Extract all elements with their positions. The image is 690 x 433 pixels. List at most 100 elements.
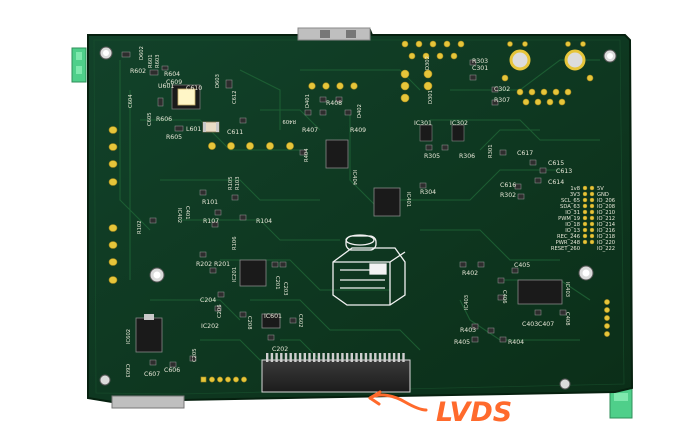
top-header-pins [400,40,465,103]
label-r104: R104 [256,218,272,225]
label-c604: C604 [128,94,134,108]
label-r405: R405 [454,339,470,346]
ic302 [451,124,465,142]
gpio-pin-name: 3V3 [570,192,580,198]
label-c405: C405 [514,262,530,269]
gpio-pin-name: REC_246 [557,234,580,240]
lvds-pin [336,353,339,362]
label-ic302: IC302 [450,120,468,127]
gpio-pin-signal: IO_216 [597,228,615,234]
label-c609: C609 [166,79,182,86]
label-c302: C302 [494,86,510,93]
lvds-pin [383,353,386,362]
gpio-pin-name: IO_18 [565,222,580,228]
lvds-pin [388,353,391,362]
mounting-holes [99,46,617,390]
lvds-annotation: LVDS [368,390,512,428]
ic601 [261,313,281,329]
label-d402: D402 [357,104,363,118]
silkscreen-labels: R602 R604 C609 U601 C610 R606 R605 L601 … [124,46,572,378]
lvds-pin [369,353,372,362]
lvds-annotation-text: LVDS [436,397,512,428]
gpio-pin-name: 1v8 [570,186,580,192]
lvds-pin [364,353,368,362]
lvds-pin [298,353,302,362]
label-ic402: IC402 [176,208,182,223]
lvds-pin [341,353,344,362]
label-c616: C616 [500,182,516,189]
label-c613: C613 [556,168,572,175]
label-r305: R305 [424,153,440,160]
label-c204: C204 [200,297,216,304]
label-r105: R105 [228,176,234,190]
label-r303: R303 [472,58,488,65]
audio-jack-pads [501,41,594,106]
gpio-header-pads [582,185,595,245]
lvds-pin [345,353,349,362]
ic403 [517,279,563,305]
label-c401: C401 [184,206,190,220]
gpio-pin-name: PWM_19 [558,216,580,222]
label-c615: C615 [548,160,564,167]
label-d603: D603 [215,74,221,88]
label-u601: U601 [158,83,174,90]
label-c407: C407 [538,321,554,328]
label-d302: D302 [425,56,431,70]
ic201 [239,259,267,287]
label-c605: C605 [147,112,153,126]
lvds-pin [402,353,405,362]
lvds-pin [275,353,278,362]
label-r201: R201 [214,261,230,268]
label-ic404: IC404 [351,170,357,186]
left-edge-pads [108,126,118,284]
label-r603: R603 [155,54,161,68]
gpio-pin-signal: IO_208 [597,204,615,210]
label-ic403b: IC403 [564,282,570,297]
label-ic403: IC403 [464,295,470,310]
label-r403: R403 [460,327,476,334]
label-r409: R409 [350,127,366,134]
label-r106: R106 [232,236,238,250]
lvds-pin [397,353,400,362]
label-r103: R103 [235,176,241,190]
label-r601: R601 [148,54,154,68]
gpio-pin-signal: 5V [597,186,604,192]
label-r202: R202 [196,261,212,268]
lvds-pin [350,353,353,362]
lvds-pin [284,353,288,362]
gpio-pin-signal: IO_220 [597,240,615,246]
label-r302: R302 [500,192,516,199]
gpio-pin-name: RESET_260 [551,246,580,252]
label-r602: R602 [130,68,146,75]
label-c201: C201 [274,276,280,290]
label-c301: C301 [472,65,488,72]
label-ic301: IC301 [414,120,432,127]
label-c610: C610 [186,85,202,92]
label-ic202: IC202 [201,323,219,330]
upper-gold-pads [208,82,358,150]
label-r605: R605 [166,134,182,141]
l601-inductor [202,121,220,133]
label-r402: R402 [462,270,478,277]
lvds-pin [317,353,321,362]
u601-regulator [171,84,201,110]
lvds-pin [378,353,382,362]
gpio-pin-name: IO_31 [565,210,580,216]
lvds-pin [270,353,274,362]
label-l601: L601 [186,126,201,133]
lvds-pin [303,353,306,362]
label-c602: C602 [297,314,303,328]
gpio-pin-name: IO_13 [565,228,580,234]
label-r304: R304 [420,189,436,196]
ic401 [373,187,401,217]
label-r404b: R404 [304,148,310,162]
label-c406: C406 [501,290,507,304]
label-r606: R606 [156,116,172,123]
right-edge-pads [604,299,610,337]
gpio-pin-signal: IO_210 [597,210,615,216]
label-c617: C617 [517,150,533,157]
gpio-pin-signal: IO_222 [597,246,615,252]
